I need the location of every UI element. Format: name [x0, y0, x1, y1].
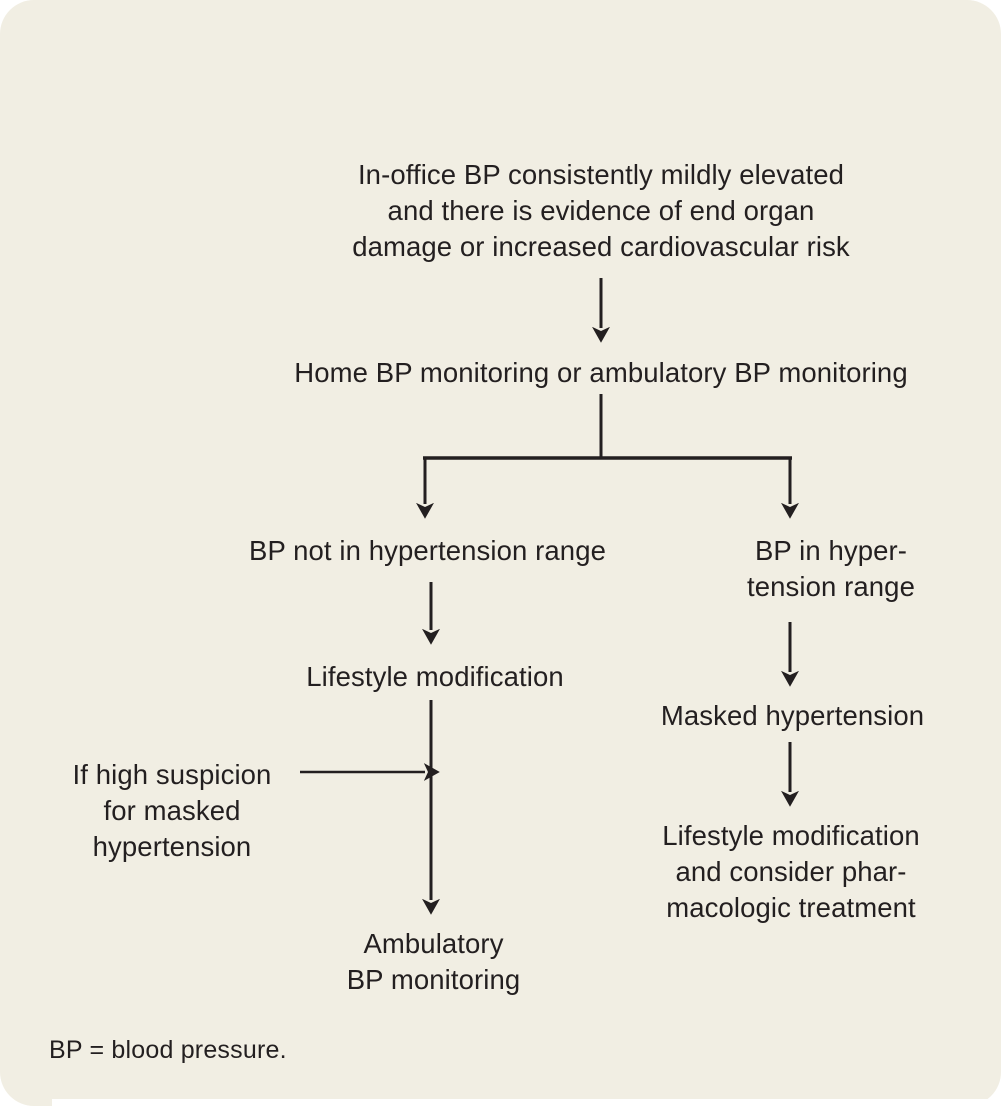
- node-ambulatory: Ambulatory BP monitoring: [346, 928, 521, 995]
- figure-footnote: BP = blood pressure.: [49, 1036, 287, 1064]
- node-lifestyle-right: Lifestyle modification and consider phar…: [662, 820, 920, 923]
- bottom-white-strip: [52, 1099, 990, 1110]
- node-branch-right: BP in hyper- tension range: [747, 535, 915, 602]
- node-suspicion: If high suspicion for masked hypertensio…: [72, 759, 272, 862]
- node-branch-left: BP not in hypertension range: [249, 535, 606, 566]
- node-masked-hypertension: Masked hypertension: [660, 700, 925, 731]
- node-lifestyle-left: Lifestyle modification: [306, 661, 564, 692]
- node-monitoring: Home BP monitoring or ambulatory BP moni…: [294, 357, 908, 388]
- node-root: In-office BP consistently mildly elevate…: [352, 159, 850, 262]
